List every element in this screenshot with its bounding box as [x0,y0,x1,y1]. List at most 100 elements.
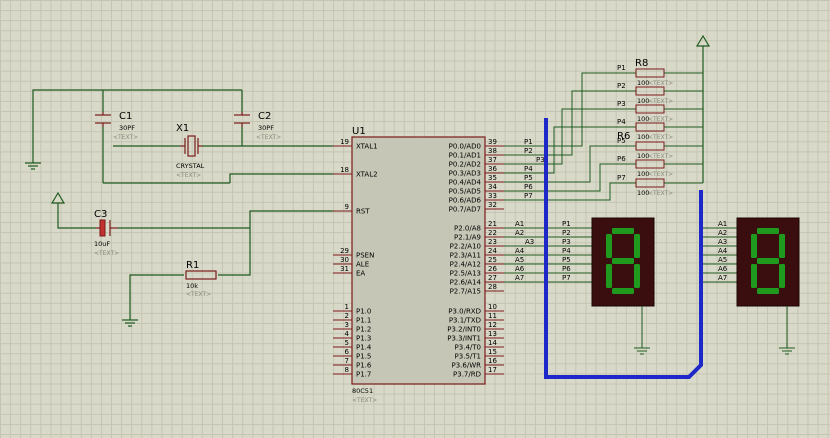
chip-left-pins: 19XTAL118XTAL29RST29PSEN30ALE31EA1P1.02P… [333,138,378,379]
chip-pin-number: 3 [345,321,349,329]
display2-net-label: A6 [718,265,728,273]
c2-text: <TEXT> [256,134,281,141]
resistor-network[interactable]: R8 R6 P1100<TEXT>P2100<TEXT>P3100<TEXT>P… [617,34,711,197]
resistor-value: 100 [637,133,649,141]
chip-pin-label: P0.1/AD1 [449,152,481,160]
chip-pin-number: 23 [488,238,497,246]
chip-pin-number: 22 [488,229,497,237]
u1-part: 80C51 [352,387,373,395]
c1-value: 30PF [119,124,135,132]
resistor-body[interactable] [635,141,665,151]
seven-segment-display-2[interactable] [736,217,800,355]
display1-net-label: P4 [562,247,571,255]
resistor-body[interactable] [635,68,665,78]
chip-pin-number: 32 [488,201,497,209]
display-segment-c [634,264,640,288]
resistor-net-label: P3 [617,100,626,108]
chip-pin-number: 4 [345,330,350,338]
chip-pin-number: 13 [488,330,497,338]
chip-pin-number: 33 [488,192,497,200]
resistor-body[interactable] [635,86,665,96]
r1-text: <TEXT> [186,291,211,298]
resistor-value: 100 [637,170,649,178]
display2-net-label: A1 [718,220,727,228]
resistor-body[interactable] [635,178,665,188]
p0-net-label: P1 [524,138,533,146]
p0-net-label: P4 [524,165,533,173]
chip-pin-number: 17 [488,366,497,374]
chip-pin-label: P2.4/A12 [450,261,481,269]
p0-net-wire [504,182,636,201]
chip-pin-label: P0.5/AD5 [449,188,481,196]
x1-value: CRYSTAL [176,162,205,170]
c1-text: <TEXT> [113,134,138,141]
chip-pin-label: EA [356,270,365,278]
resistor-net-label: P4 [617,118,626,126]
resistor-body[interactable] [635,104,665,114]
display-segment-g [757,258,779,264]
resistor-value: 100 [637,115,649,123]
chip-pin-label: P3.4/T0 [455,344,481,352]
resistor-body[interactable] [635,122,665,132]
chip-pin-label: P0.7/AD7 [449,206,481,214]
microcontroller-u1[interactable]: U1 80C51 <TEXT> 19XTAL118XTAL29RST29PSEN… [333,126,504,404]
resistor-net-label: P6 [617,155,626,163]
bus-line [544,118,703,379]
chip-pin-number: 15 [488,348,497,356]
display-segment-e [751,264,757,288]
resistor-text: <TEXT> [648,190,673,197]
chip-right-pins: 39P0.0/AD038P0.1/AD137P0.2/AD236P0.3/AD3… [447,138,504,379]
seven-segment-display-1[interactable] [591,217,655,355]
capacitor-c2[interactable]: C2 30PF <TEXT> [234,111,281,141]
resistor-net-label: P7 [617,174,626,182]
chip-pin-label: XTAL1 [356,143,378,151]
chip-pin-label: P2.7/A15 [450,288,481,296]
chip-pin-number: 7 [345,357,349,365]
resistor-text: <TEXT> [648,171,673,178]
chip-pin-label: P3.2/INT0 [447,326,481,334]
chip-pin-label: P2.3/A11 [450,252,481,260]
display-segment-d [757,288,779,294]
c3-ref: C3 [94,209,107,220]
chip-pin-number: 5 [345,339,349,347]
chip-pin-number: 18 [340,166,349,174]
chip-pin-label: P3.7/RD [453,371,481,379]
display2-net-label: A3 [718,238,727,246]
r1-ref: R1 [186,260,199,271]
chip-pin-label: P2.0/A8 [454,225,481,233]
chip-pin-number: 30 [340,256,349,264]
chip-pin-label: P3.1/TXD [449,317,481,325]
chip-pin-label: P1.7 [356,371,371,379]
chip-pin-label: P1.5 [356,353,371,361]
resistor-value: 100 [637,189,649,197]
display-segment-d [612,288,634,294]
resistor-r1[interactable]: R1 10k <TEXT> [185,260,217,298]
chip-pin-number: 35 [488,174,497,182]
c3-text: <TEXT> [94,250,119,257]
capacitor-c1[interactable]: C1 30PF <TEXT> [95,111,138,141]
x1-ref: X1 [176,123,189,134]
chip-pin-number: 36 [488,165,497,173]
p0-net-wire [504,163,636,192]
capacitor-c3[interactable]: C3 10uF <TEXT> [94,209,119,257]
crystal-x1[interactable]: X1 CRYSTAL <TEXT> [176,123,205,179]
display1-net-label: P3 [562,238,571,246]
c3-value: 10uF [94,240,110,248]
resistor-net-label: P5 [617,137,626,145]
p0-net-wire [504,126,636,174]
chip-pin-label: P2.6/A14 [450,279,482,287]
chip-pin-number: 21 [488,220,497,228]
p0-net-label: P5 [524,174,533,182]
display1-net-label: P1 [562,220,571,228]
chip-pin-label: P2.2/A10 [450,243,481,251]
resistor-body[interactable] [635,159,665,169]
chip-pin-number: 29 [340,247,349,255]
resistor-net-label: P1 [617,64,626,72]
chip-pin-label: XTAL2 [356,171,378,179]
chip-pin-label: P3.0/RXD [448,308,481,316]
display-segment-b [634,234,640,258]
chip-pin-number: 1 [345,303,349,311]
chip-pin-label: P0.6/AD6 [449,197,482,205]
